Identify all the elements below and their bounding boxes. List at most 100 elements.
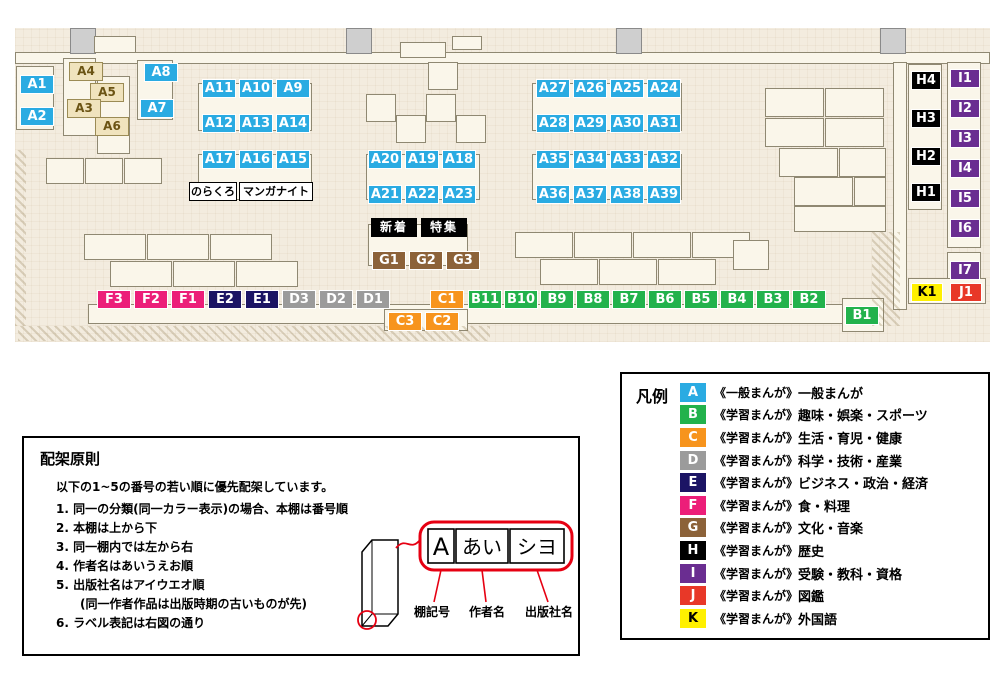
legend-chip-A: A <box>680 382 706 402</box>
legend-category-name: 歴史 <box>798 544 825 560</box>
legend-category-name: 文化・音楽 <box>798 522 864 538</box>
principles-rule: 5. 出版社名はアイウエオ順 <box>56 578 205 592</box>
publisher-text: シヨ <box>517 535 557 559</box>
legend-series: 《学習まんが》 <box>714 521 799 536</box>
leader-line-author <box>481 569 487 603</box>
shelf <box>396 115 426 143</box>
shelf <box>599 259 657 285</box>
shelf <box>456 115 486 143</box>
legend-chip-J: J <box>680 586 706 606</box>
label-example-graphic: A あい シヨ 棚記号 作者名 出版社名 <box>357 520 574 630</box>
shelf-label-B10: B10 <box>504 290 538 309</box>
shelf-label-A23: A23 <box>442 185 476 204</box>
shelf-label-A5: A5 <box>90 83 124 102</box>
pillar <box>346 28 372 54</box>
shelf-label-A21: A21 <box>368 185 402 204</box>
shelf-label-A1: A1 <box>20 75 54 94</box>
pillar <box>880 28 906 54</box>
caption-shelf-code: 棚記号 <box>414 604 450 619</box>
principles-rule: 6. ラベル表記は右図の通り <box>56 616 206 630</box>
caption-author: 作者名 <box>469 604 505 619</box>
book-outline <box>361 539 399 627</box>
pointer-squiggle <box>395 539 421 549</box>
legend-series: 《学習まんが》 <box>714 408 799 423</box>
principles-rule: 2. 本棚は上から下 <box>56 521 158 535</box>
shelf <box>515 232 573 258</box>
shelf-label-B5: B5 <box>684 290 718 309</box>
principles-rule: 3. 同一棚内では左から右 <box>56 540 194 554</box>
legend-item-C: C《学習まんが》生活・育児・健康 <box>680 426 928 449</box>
shelf-label-I7: I7 <box>950 261 980 280</box>
principles-rule: (同一作者作品は出版時期の古いものが先) <box>80 597 307 611</box>
shelf-label-G3: G3 <box>446 251 480 270</box>
legend-series: 《学習まんが》 <box>714 543 799 558</box>
shelf-label-A13: A13 <box>239 114 273 133</box>
legend-category-name: 一般まんが <box>798 386 864 402</box>
shelf-label-A27: A27 <box>536 79 570 98</box>
shelf-label-B8: B8 <box>576 290 610 309</box>
shelf-label-A10: A10 <box>239 79 273 98</box>
principles-rule: 1. 同一の分類(同一カラー表示)の場合、本棚は番号順 <box>56 502 349 516</box>
principles-rule: 4. 作者名はあいうえお順 <box>56 559 194 573</box>
legend-series: 《学習まんが》 <box>714 611 799 626</box>
legend-item-A: A《一般まんが》一般まんが <box>680 381 928 404</box>
shelf-label-A8: A8 <box>144 63 178 82</box>
shelf-label-A22: A22 <box>405 185 439 204</box>
shelf-label-A12: A12 <box>202 114 236 133</box>
shelf-label-A20: A20 <box>368 150 402 169</box>
legend-chip-F: F <box>680 495 706 515</box>
shelf-label-B11: B11 <box>468 290 502 309</box>
legend-chip-I: I <box>680 563 706 583</box>
legend-item-E: E《学習まんが》ビジネス・政治・経済 <box>680 471 928 494</box>
legend-chip-K: K <box>680 608 706 628</box>
shelf-label-A25: A25 <box>610 79 644 98</box>
shelf-label-B1: B1 <box>845 306 879 325</box>
shelf-label-A30: A30 <box>610 114 644 133</box>
principles-rules: 1. 同一の分類(同一カラー表示)の場合、本棚は番号順 2. 本棚は上から下 3. … <box>56 500 349 633</box>
shelf-label-A32: A32 <box>647 150 681 169</box>
principles-box: 配架原則 以下の1~5の番号の若い順に優先配架しています。 1. 同一の分類(同… <box>22 436 580 656</box>
shelf-label-B7: B7 <box>612 290 646 309</box>
shelf-label-A4: A4 <box>69 62 103 81</box>
shelf-label-A26: A26 <box>573 79 607 98</box>
hatch-area <box>18 326 490 341</box>
pillar <box>616 28 642 54</box>
shelf <box>173 261 235 287</box>
legend-item-I: I《学習まんが》受験・教科・資格 <box>680 562 928 585</box>
shelf-label-B6: B6 <box>648 290 682 309</box>
shelf <box>825 118 884 147</box>
pillar <box>70 28 96 54</box>
shelf <box>46 158 84 184</box>
legend-item-K: K 《学習まんが》外国語 <box>680 607 928 630</box>
shelf-label-A19: A19 <box>405 150 439 169</box>
shelf-label-A2: A2 <box>20 107 54 126</box>
shelf-label-A39: A39 <box>647 185 681 204</box>
label-example: A あい シヨ 棚記号 作者名 出版社名 <box>340 514 580 654</box>
legend-category-name: 図鑑 <box>798 590 825 606</box>
legend-chip-C: C <box>680 427 706 447</box>
legend-category-name: ビジネス・政治・経済 <box>798 477 929 493</box>
shelf <box>400 42 446 58</box>
shelf-label-I5: I5 <box>950 189 980 208</box>
legend-title: 凡例 <box>636 387 669 406</box>
shelf <box>633 232 691 258</box>
shelf <box>765 88 824 117</box>
shelf-label-B9: B9 <box>540 290 574 309</box>
shelf-label-D2: D2 <box>319 290 353 309</box>
shelf-label-C1: C1 <box>430 290 464 309</box>
legend-category-name: 外国語 <box>798 612 838 628</box>
shelf-label-A36: A36 <box>536 185 570 204</box>
shelf-code-box <box>427 528 455 564</box>
shelf-label-I3: I3 <box>950 129 980 148</box>
shelf-label-A17: A17 <box>202 150 236 169</box>
shelf-label-F3: F3 <box>97 290 131 309</box>
shelf <box>94 36 136 53</box>
shelf-label-G2: G2 <box>409 251 443 270</box>
shelf-label-H4: H4 <box>911 71 941 90</box>
shelf <box>124 158 162 184</box>
shelf-label-B2: B2 <box>792 290 826 309</box>
shelf-label-A31: A31 <box>647 114 681 133</box>
leader-line-publisher <box>536 569 549 603</box>
